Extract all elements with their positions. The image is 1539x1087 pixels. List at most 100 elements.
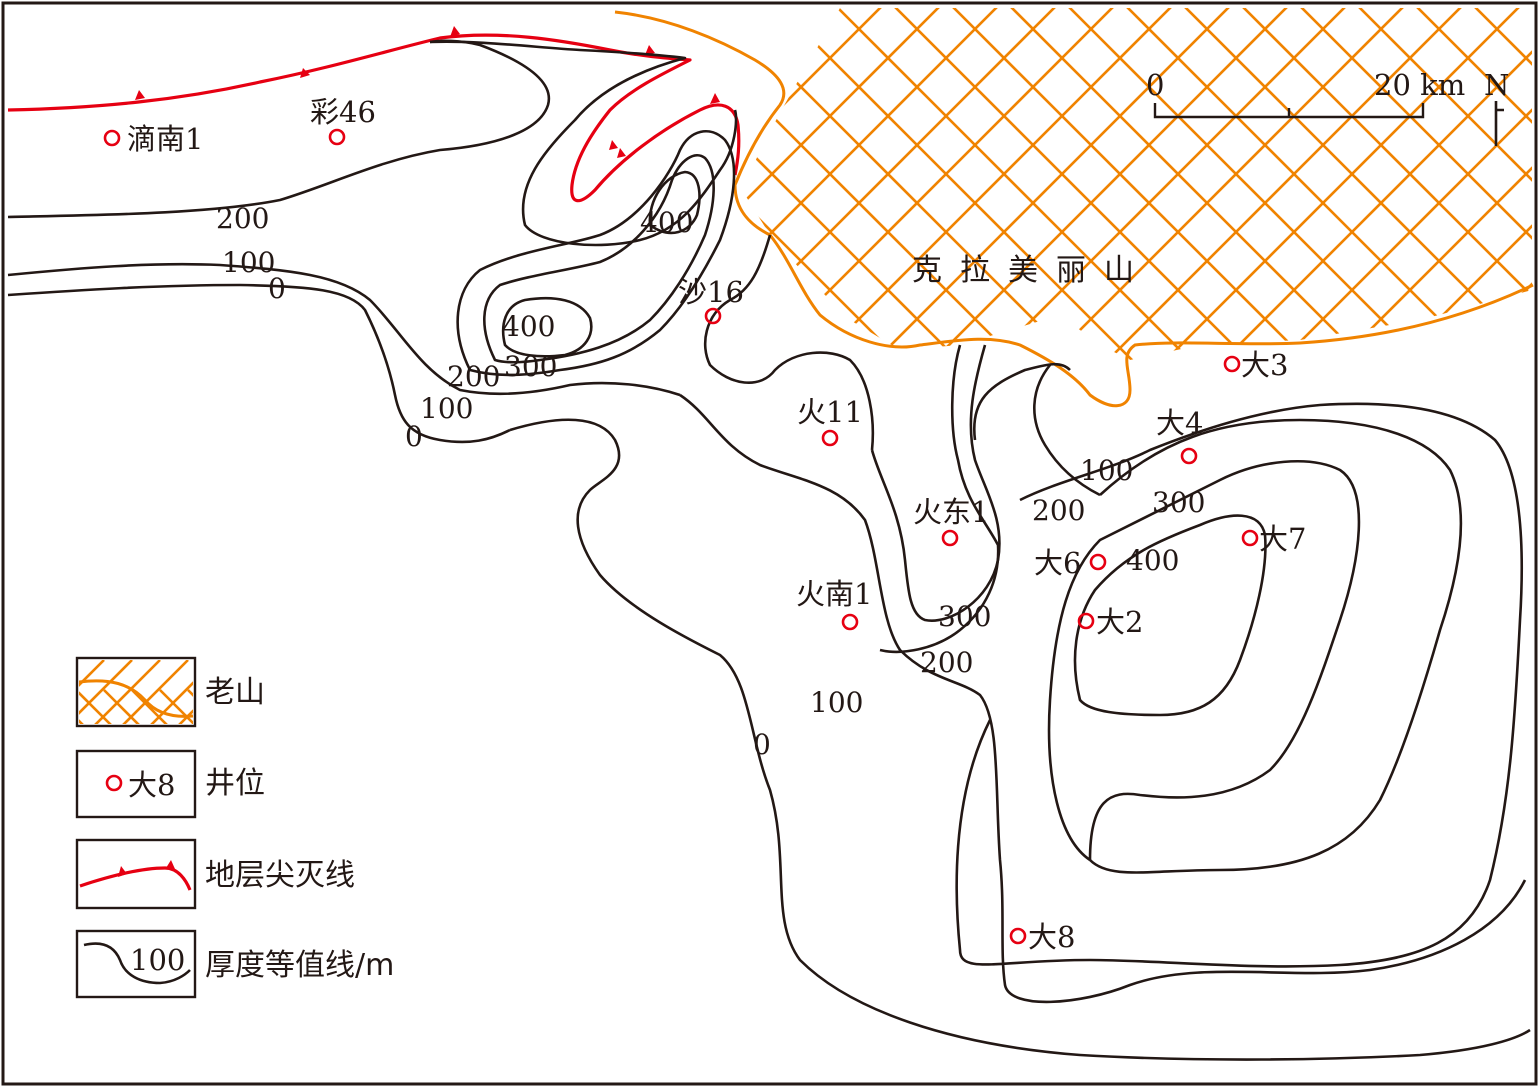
hatch-line: [841, 8, 1532, 360]
hatch-line: [737, 8, 1399, 360]
contour-label: 0: [268, 272, 286, 305]
contour-label: 400: [502, 310, 555, 343]
mountain-label: 克拉美丽山: [912, 253, 1152, 288]
hatch-line: [737, 8, 1353, 360]
hatch-line: [957, 8, 1532, 360]
hatch-line: [1305, 8, 1532, 360]
hatch-line: [1003, 8, 1532, 360]
well-marker[interactable]: 大4: [1156, 406, 1203, 465]
hatch-line: [1351, 8, 1532, 360]
contour-label: 300: [938, 600, 991, 633]
wells: 滴南1 彩46 沙16 火11 火东1 火南1 大3 大4: [103, 95, 1306, 954]
contour-label: 400: [1126, 544, 1179, 577]
hatch-line: [150, 681, 193, 724]
hatch-line: [1409, 8, 1532, 360]
hatch-line: [159, 689, 193, 724]
contour-label: 200: [216, 202, 269, 235]
legend-label: 老山: [205, 675, 265, 710]
contour-label: 300: [1152, 486, 1205, 519]
hatch-line: [945, 8, 1532, 360]
pinchout-lines: [7, 26, 741, 203]
well-label: 大7: [1259, 522, 1306, 556]
north-label: N: [1484, 68, 1509, 102]
legend-item-pinchout: 地层尖灭线: [75, 838, 355, 910]
well-marker[interactable]: 大7: [1241, 522, 1306, 556]
hatch-line: [771, 8, 1532, 360]
well-label: 大4: [1156, 406, 1203, 440]
well-circle: [1089, 553, 1107, 571]
well-label: 大6: [1034, 546, 1081, 580]
hatch-line: [737, 8, 1237, 360]
hatch-line: [737, 8, 1341, 360]
hatch-line: [737, 8, 947, 360]
contour-label: 400: [640, 206, 693, 239]
legend: 老山 大8 井位 地层尖灭线 100 厚度等值线/m: [6, 656, 394, 999]
well-circle: [1180, 447, 1198, 465]
well-label: 火11: [797, 395, 863, 429]
hatch-line: [737, 8, 1469, 360]
hatch-line: [79, 660, 105, 687]
legend-sample: 大8: [128, 768, 175, 802]
well-marker[interactable]: 滴南1: [103, 122, 203, 156]
hatch-line: [1015, 8, 1532, 360]
well-circle: [1241, 529, 1259, 547]
hatch-line: [1235, 8, 1532, 360]
hatch-line: [737, 8, 1295, 360]
well-marker[interactable]: 沙16: [678, 275, 744, 325]
legend-item-well: 大8 井位: [75, 749, 265, 819]
hatch-line: [300, 690, 340, 730]
well-marker[interactable]: 火11: [797, 395, 863, 447]
hatch-line: [737, 8, 1411, 360]
well-marker[interactable]: 大2: [1077, 605, 1143, 639]
hatch-line: [829, 8, 1532, 360]
contour-label: 100: [810, 686, 863, 719]
hatch-line: [79, 719, 84, 724]
well-circle: [841, 613, 859, 631]
hatch-line: [178, 709, 193, 724]
well-circle: [103, 129, 121, 147]
hatch-line: [1119, 8, 1532, 360]
hatch-line: [79, 660, 133, 715]
hatch-line: [1177, 8, 1532, 360]
well-circle: [704, 307, 722, 325]
hatch-line: [103, 689, 140, 724]
well-marker[interactable]: 大3: [1223, 348, 1288, 382]
hatch-line: [1293, 8, 1532, 360]
hatch-line: [6, 660, 76, 730]
hatch-line: [737, 8, 1179, 360]
legend-label: 厚度等值线/m: [205, 948, 394, 983]
contour-label: 0: [405, 420, 423, 453]
well-label: 沙16: [678, 275, 744, 309]
legend-item-isopach: 100 厚度等值线/m: [75, 929, 394, 999]
legend-sample: 100: [130, 943, 185, 977]
hatch-line: [131, 689, 168, 724]
well-marker[interactable]: 大8: [1009, 920, 1075, 954]
well-marker[interactable]: 大6: [1034, 546, 1107, 580]
hatch-line: [1363, 8, 1532, 360]
contour-label: 100: [222, 246, 275, 279]
hatch-line: [0, 0, 76, 800]
hatch-line: [122, 660, 189, 724]
hatch-line: [737, 8, 1515, 360]
well-circle: [941, 529, 959, 547]
well-label: 大8: [1028, 920, 1075, 954]
contour-label: 200: [447, 360, 500, 393]
hatch-line: [737, 8, 1063, 360]
hatch-line: [1073, 8, 1532, 360]
hatch-line: [1131, 8, 1532, 360]
contour-label: 200: [1032, 494, 1085, 527]
contour-label: 100: [420, 392, 473, 425]
hatch-line: [887, 8, 1532, 360]
hatch-line: [272, 690, 312, 730]
well-marker[interactable]: 火东1: [913, 495, 989, 547]
well-marker[interactable]: 火南1: [796, 577, 872, 631]
contour-label: 300: [504, 350, 557, 383]
well-marker[interactable]: 彩46: [310, 95, 376, 146]
isopach-contours: [7, 39, 1531, 1061]
legend-label: 地层尖灭线: [205, 858, 355, 893]
contour-label: 200: [920, 646, 973, 679]
well-label: 滴南1: [127, 122, 203, 156]
well-label: 火南1: [796, 577, 872, 611]
